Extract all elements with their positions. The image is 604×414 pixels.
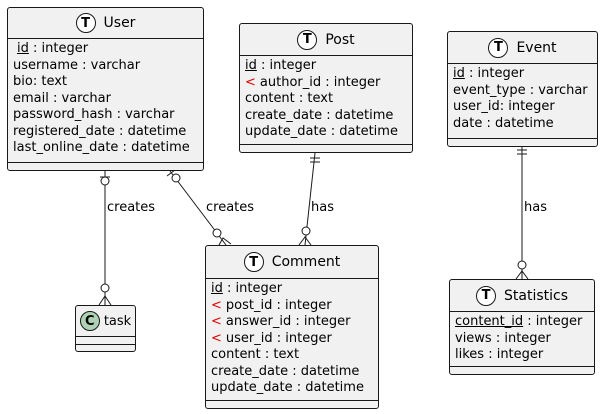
entity-title: task [103,313,132,329]
entity-methods-divider [240,144,412,145]
attribute-row: likes : integer [455,347,544,362]
relation-event-statistics-zero-end [517,260,527,270]
entity-user-header: T User [8,8,203,39]
relation-user-task-zero-end [100,283,110,293]
entity-methods-divider [8,162,203,163]
entity-post-header: T Post [240,24,412,56]
entity-methods-divider [206,400,378,401]
entity-comment-header: T Comment [206,246,378,279]
relation-post-comment-crowfoot [298,236,312,246]
entity-event[interactable]: T Event id : integer event_type : varcha… [447,31,598,147]
entity-user-attributes: id : integer username : varchar bio: tex… [8,39,203,157]
attribute-row: id : integer [17,41,89,56]
attribute-row: bio: text [13,74,67,89]
attribute-row: create_date : datetime [211,363,360,379]
entity-event-attributes: id : integer event_type : varchar user_i… [448,64,597,132]
relation-user-comment-zero-end [212,228,222,238]
relation-post-comment-label: has [311,200,334,215]
entity-statistics[interactable]: T Statistics content_id : integer views … [449,279,595,375]
attribute-row: create_date : datetime [245,107,394,123]
entity-statistics-attributes: content_id : integer views : integer lik… [450,312,594,364]
entity-methods-divider [450,366,594,367]
entity-event-header: T Event [448,32,597,64]
entity-methods-divider [448,138,597,139]
primary-key-name: content_id [455,314,524,329]
attribute-row: date : datetime [453,115,554,131]
foreign-key-marker: < [245,74,256,90]
table-badge-icon: T [243,252,264,272]
relation-user-comment-label: creates [206,200,255,215]
attribute-row: content : text [211,347,300,362]
attribute-row: <author_id : integer [245,74,381,90]
foreign-key-marker: < [211,330,222,346]
primary-key-name: id [17,41,29,56]
table-badge-icon: T [488,37,509,58]
table-badge-icon: T [476,285,496,306]
attribute-row: username : varchar [13,57,141,73]
relation-user-comment-one-marker [166,169,176,177]
relation-user-comment-zero-start [171,173,181,183]
entity-methods-divider [76,344,135,345]
table-badge-icon: T [75,13,96,33]
entity-post-attributes: id : integer <author_id : integer conten… [240,56,412,141]
class-badge-icon: C [79,311,100,331]
attribute-row: id : integer [453,66,525,81]
attribute-row: registered_date : datetime [13,123,187,139]
attribute-row: update_date : datetime [211,380,364,395]
attribute-row: content_id : integer [455,314,583,329]
attribute-row: id : integer [245,58,317,73]
entity-comment-attributes: id : integer <post_id : integer <answer_… [206,279,378,397]
entity-statistics-header: T Statistics [450,280,594,312]
entity-task[interactable]: C task [75,305,136,352]
attribute-row: <post_id : integer [211,297,332,313]
foreign-key-marker: < [211,297,222,313]
attribute-row: <user_id : integer [211,330,332,346]
attribute-row: user_id: integer [453,99,555,114]
attribute-row: update_date : datetime [245,124,398,139]
attribute-row: id : integer [211,281,283,296]
foreign-key-marker: < [211,314,222,329]
attribute-row: email : varchar [13,90,111,106]
primary-key-name: id [211,281,223,296]
entity-title: User [103,15,136,31]
entity-title: Comment [271,254,341,270]
relation-user-comment-crowfoot [218,237,232,246]
entity-title: Statistics [504,287,568,304]
attribute-row: views : integer [455,330,551,346]
entity-user[interactable]: T User id : integer username : varchar b… [7,7,204,171]
primary-key-name: id [453,66,465,81]
relation-event-statistics-label: has [524,200,547,215]
attribute-row: password_hash : varchar [13,107,175,122]
table-badge-icon: T [297,29,318,50]
entity-comment[interactable]: T Comment id : integer <post_id : intege… [205,245,379,409]
attribute-row: <answer_id : integer [211,314,351,329]
entity-post[interactable]: T Post id : integer <author_id : integer… [239,23,413,153]
attribute-row: event_type : varchar [453,82,588,98]
entity-title: Post [325,31,355,48]
entity-title: Event [516,39,557,56]
relation-user-task-label: creates [107,200,156,215]
relation-event-statistics-crowfoot [515,270,529,280]
relation-user-task-crowfoot [98,295,112,306]
primary-key-name: id [245,58,257,73]
relation-post-comment-zero-end [301,226,311,236]
relation-user-task-zero-start [100,176,110,186]
attribute-row: last_online_date : datetime [13,140,190,155]
entity-task-header: C task [76,306,135,337]
attribute-row: content : text [245,91,334,106]
